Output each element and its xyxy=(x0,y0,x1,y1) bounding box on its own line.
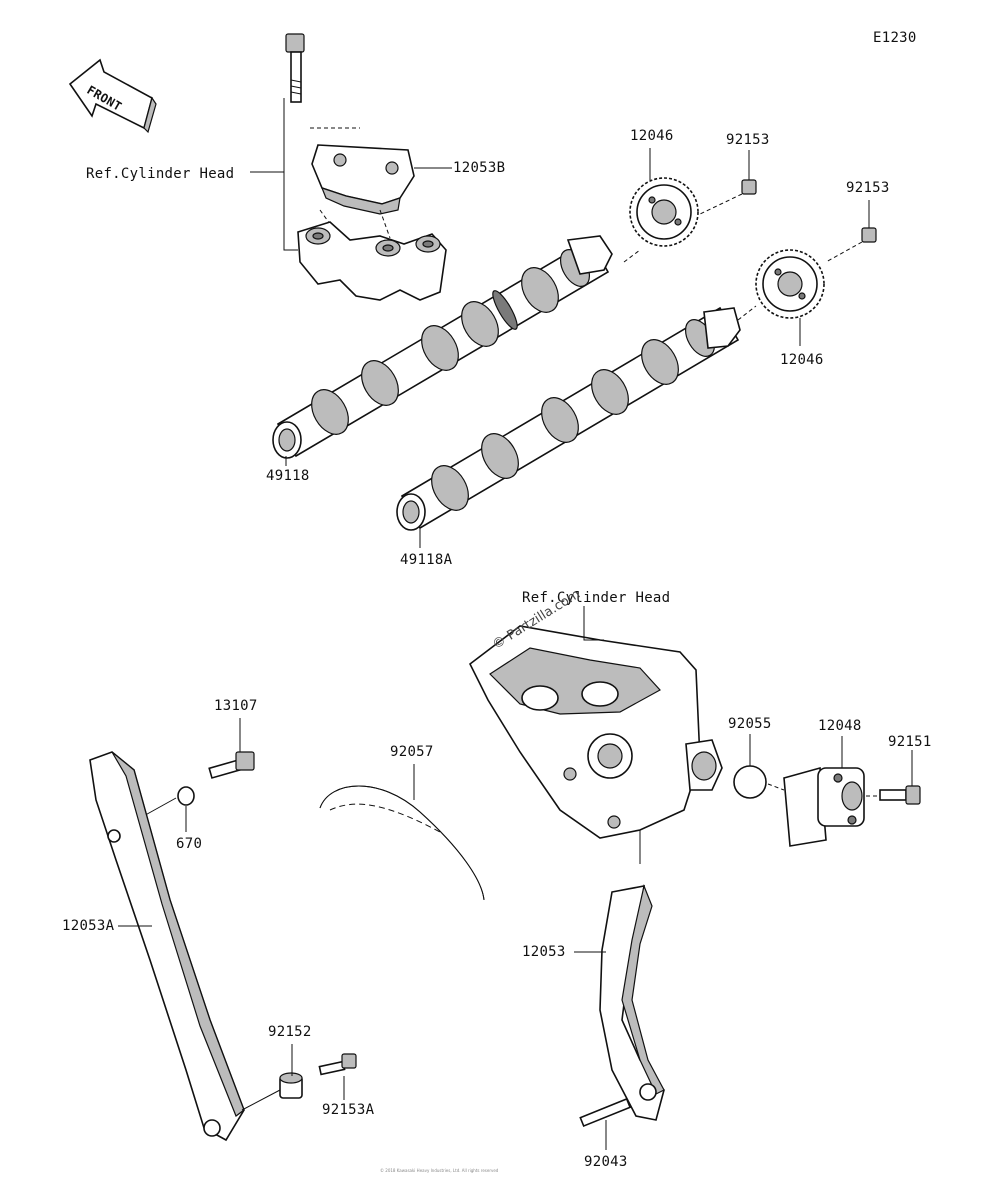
collar xyxy=(241,1072,303,1111)
label-12053: 12053 xyxy=(522,944,566,960)
label-ref-cylinder-head-top: Ref.Cylinder Head xyxy=(86,166,235,182)
label-12046-top: 12046 xyxy=(630,128,674,144)
label-12053B: 12053B xyxy=(453,160,506,176)
label-92151: 92151 xyxy=(888,734,932,750)
cylinder-head xyxy=(468,625,723,864)
label-92153-b: 92153 xyxy=(846,180,890,196)
label-13107: 13107 xyxy=(214,698,258,714)
chain-guide-long xyxy=(89,751,245,1142)
camshaft-exhaust xyxy=(396,306,741,531)
label-92057: 92057 xyxy=(390,744,434,760)
sprocket-bolt-a xyxy=(699,179,757,215)
camshaft-intake xyxy=(272,235,613,459)
label-92055: 92055 xyxy=(728,716,772,732)
guide-bolt xyxy=(208,751,255,779)
label-670: 670 xyxy=(176,836,203,852)
footer-note: © 2018 Kawasaki Heavy Industries, Ltd. A… xyxy=(380,1168,499,1173)
bolt-top xyxy=(285,33,305,103)
sprocket-bolt-b xyxy=(825,227,877,263)
label-49118A: 49118A xyxy=(400,552,453,568)
label-92043: 92043 xyxy=(584,1154,628,1170)
o-ring xyxy=(733,765,767,799)
camshaft-cap-upper xyxy=(310,127,415,239)
ref-bracket-mid xyxy=(583,606,604,641)
guide-pin xyxy=(579,1097,632,1128)
camshaft-holder-lower xyxy=(297,221,447,301)
label-92152: 92152 xyxy=(268,1024,312,1040)
label-12046-right: 12046 xyxy=(780,352,824,368)
tensioner-bolt xyxy=(866,785,921,805)
cam-sprocket-right xyxy=(755,249,825,319)
guide-bolt-small xyxy=(318,1053,357,1076)
label-12053A: 12053A xyxy=(62,918,115,934)
cam-chain xyxy=(319,785,485,901)
chain-guide-short xyxy=(599,883,665,1121)
chain-tensioner xyxy=(783,766,865,847)
label-92153-a: 92153 xyxy=(726,132,770,148)
label-ref-cylinder-head-mid: Ref.Cylinder Head xyxy=(522,590,671,606)
label-12048: 12048 xyxy=(818,718,862,734)
ref-bracket-top xyxy=(283,98,298,251)
label-92153A: 92153A xyxy=(322,1102,375,1118)
front-arrow-icon xyxy=(68,58,157,134)
diagram-id: E1230 xyxy=(873,30,917,46)
label-49118: 49118 xyxy=(266,468,310,484)
cam-sprocket-top xyxy=(629,177,699,247)
washer xyxy=(177,786,195,806)
